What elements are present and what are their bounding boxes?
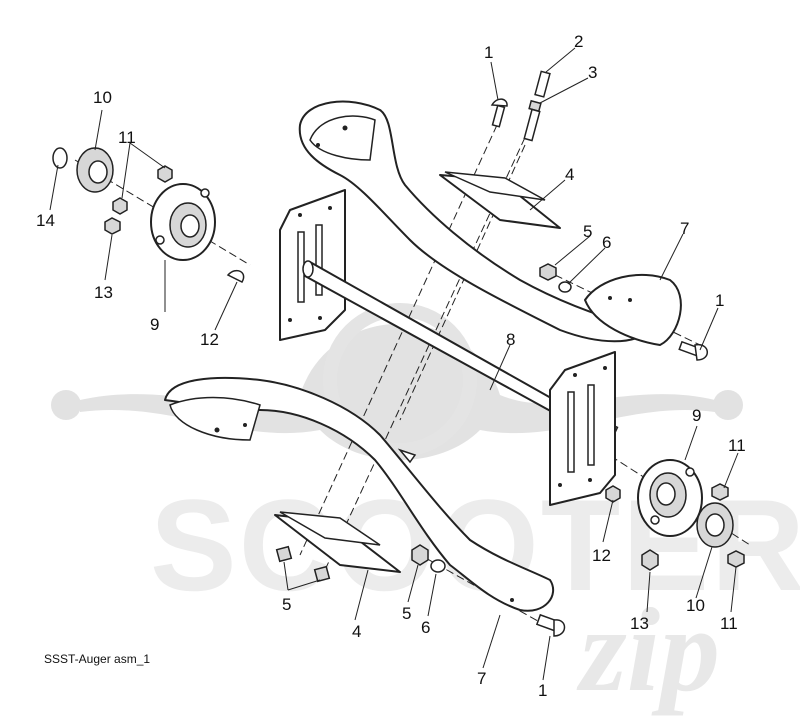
callout-4-top: 4 — [565, 165, 574, 184]
callout-3-top: 3 — [588, 63, 597, 82]
callout-11-left: 11 — [118, 128, 136, 147]
scraper-plate-top — [439, 171, 561, 229]
top-hardware — [490, 70, 708, 361]
callout-13-left: 13 — [94, 283, 113, 302]
leader-lines — [49, 47, 739, 681]
callout-4-bottom: 4 — [352, 622, 361, 641]
right-bearing-group — [605, 459, 745, 571]
callout-7-bottom: 7 — [477, 669, 486, 688]
bottom-hardware — [275, 544, 566, 637]
callout-11-right-bottom: 11 — [720, 614, 738, 633]
callout-5-bottom-mid: 5 — [402, 604, 411, 623]
callout-2-top: 2 — [574, 32, 583, 51]
snap-ring — [52, 147, 68, 169]
callout-9-left: 9 — [150, 315, 159, 334]
callout-10-left: 10 — [93, 88, 112, 107]
callout-10-right: 10 — [686, 596, 705, 615]
callout-8-shaft: 8 — [506, 330, 515, 349]
callout-5-bottom-left: 5 — [282, 595, 291, 614]
figure-caption: SSST-Auger asm_1 — [44, 652, 150, 666]
callout-13-right: 13 — [630, 614, 649, 633]
callout-7-right: 7 — [680, 219, 689, 238]
callout-12-right: 12 — [592, 546, 611, 565]
callout-6-mid: 6 — [602, 233, 611, 252]
callout-9-right: 9 — [692, 406, 701, 425]
watermark-suffix: zip — [576, 583, 720, 716]
callout-1-top: 1 — [484, 43, 493, 62]
right-paddle — [584, 273, 682, 346]
callout-12-left: 12 — [200, 330, 219, 349]
callout-1-bottom: 1 — [538, 681, 547, 700]
callouts: 1 2 3 4 5 6 7 1 8 10 11 14 13 9 12 9 11 … — [36, 32, 746, 700]
scraper-plate-bottom — [274, 511, 401, 573]
callout-14-left: 14 — [36, 211, 55, 230]
left-bearing-group — [52, 147, 245, 283]
lower-auger-blade — [164, 376, 555, 612]
callout-11-right-top: 11 — [728, 436, 746, 455]
callout-5-mid: 5 — [583, 222, 592, 241]
callout-1-right: 1 — [715, 291, 724, 310]
right-bracket — [549, 351, 616, 506]
callout-6-bottom: 6 — [421, 618, 430, 637]
